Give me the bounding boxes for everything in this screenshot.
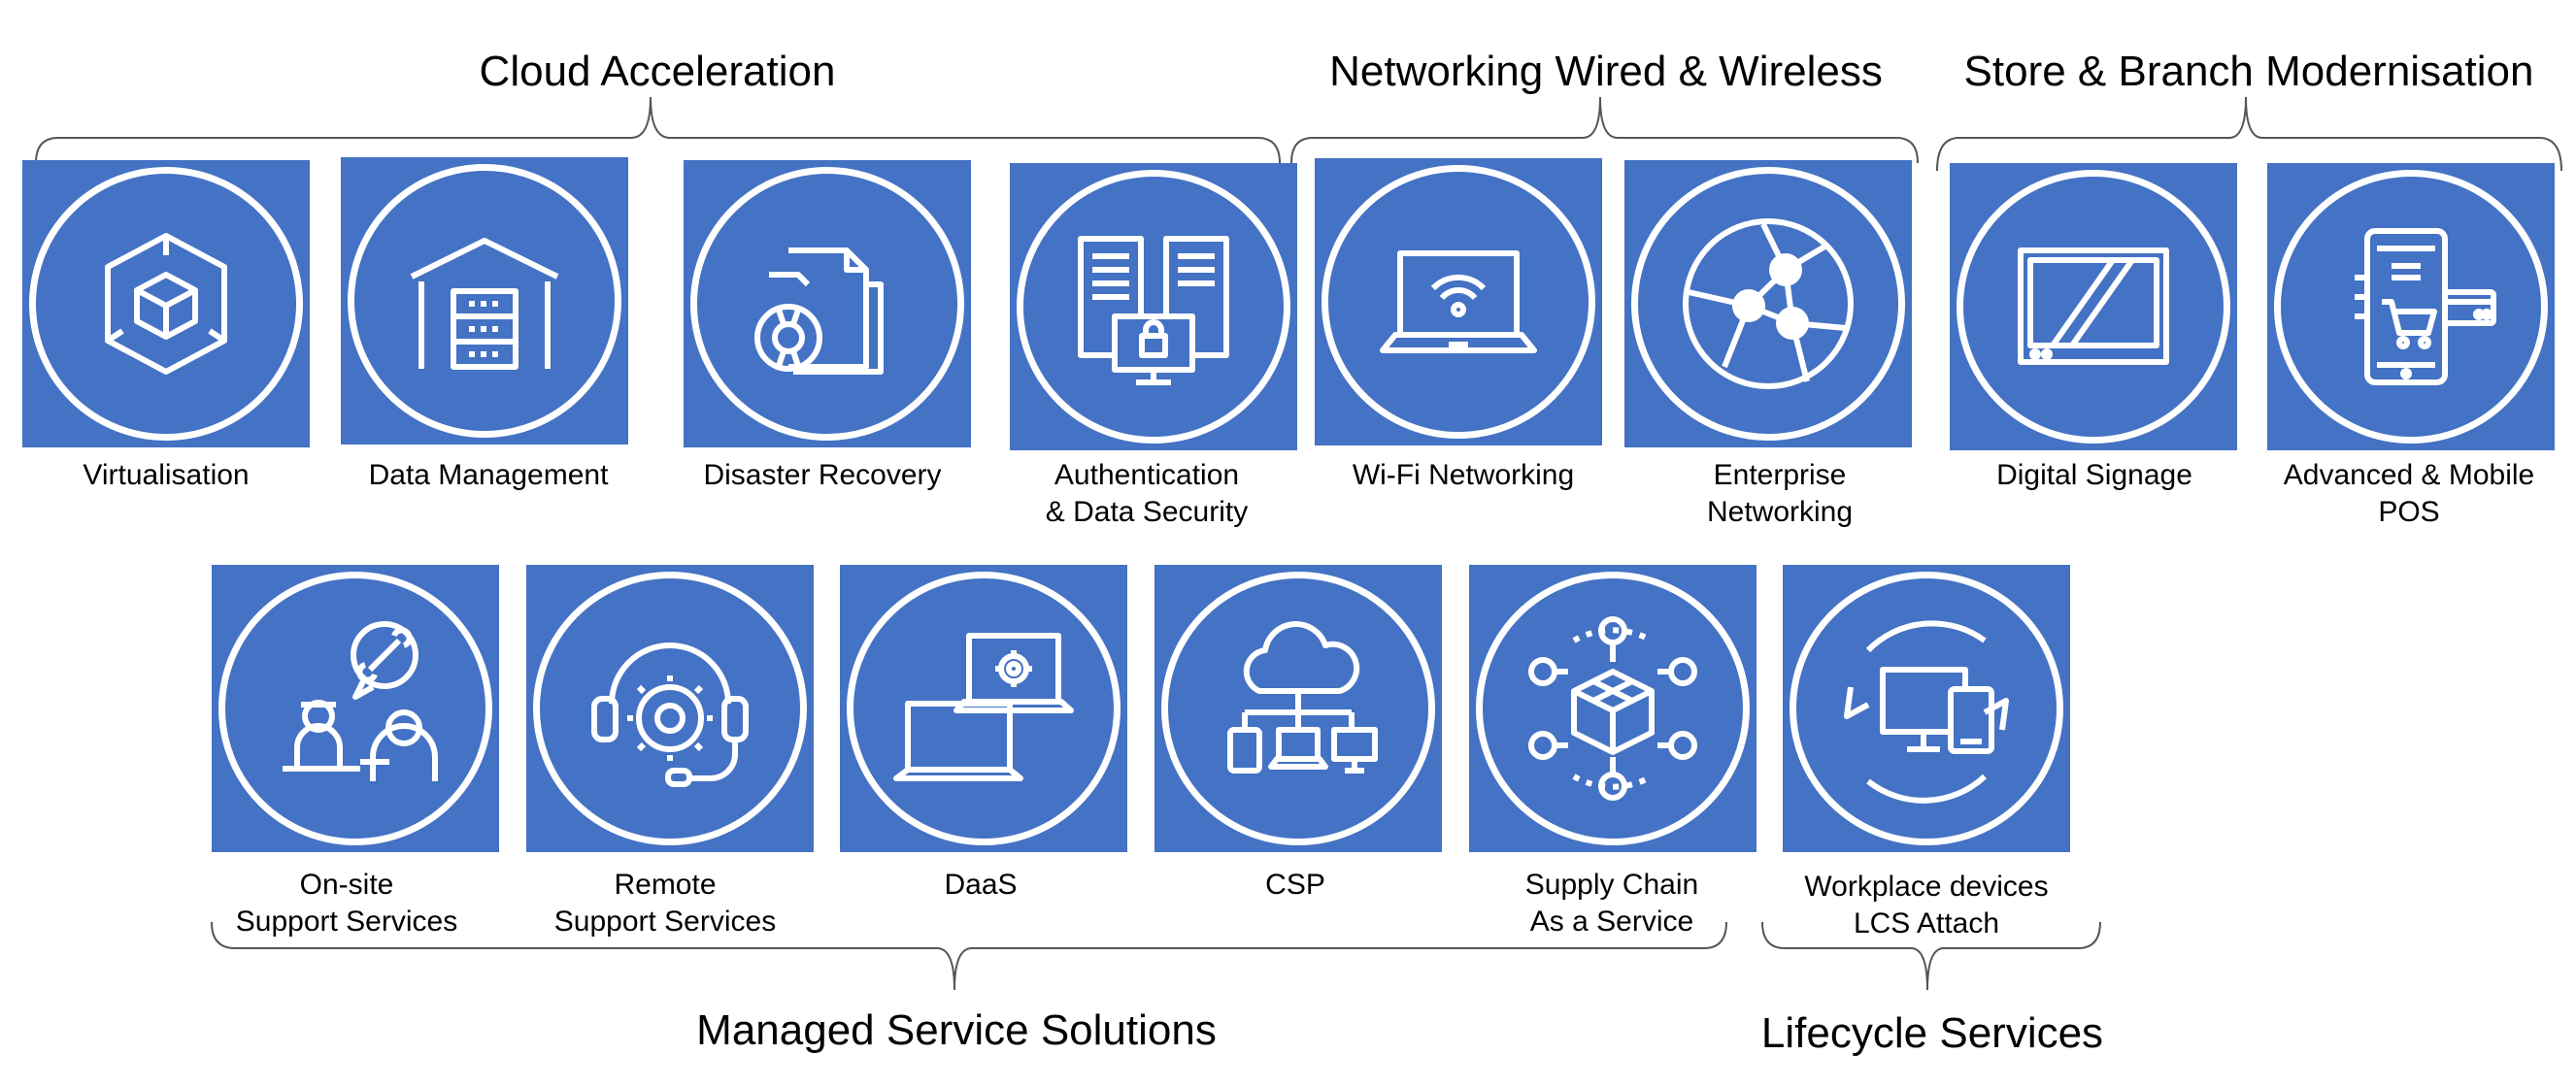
tile-enterprise-networking[interactable] <box>1624 160 1912 447</box>
tile-digital-signage[interactable] <box>1950 163 2237 450</box>
caption-authentication: Authentication & Data Security <box>1045 459 1249 528</box>
package-network-icon <box>1528 616 1697 801</box>
caption-enterprise-networking: Enterprise Networking <box>1706 459 1854 528</box>
tile-wifi-networking[interactable] <box>1315 158 1602 445</box>
group-title-managed-services: Managed Service Solutions <box>696 1006 1217 1054</box>
caption-remote-support: Remote Support Services <box>553 869 777 938</box>
cloud-network-icon <box>1227 621 1378 774</box>
laptop-gear-icon <box>893 633 1074 781</box>
mobile-pos-icon <box>2355 228 2496 385</box>
tile-onsite-support[interactable] <box>212 565 499 852</box>
support-technician-icon <box>283 621 438 781</box>
caption-digital-signage: Digital Signage <box>1996 459 2192 491</box>
headset-gear-icon <box>591 642 749 787</box>
caption-supply-chain: Supply Chain As a Service <box>1524 869 1699 938</box>
tile-data-management[interactable] <box>341 157 628 445</box>
tile-disaster-recovery[interactable] <box>684 160 971 447</box>
caption-wifi-networking: Wi-Fi Networking <box>1352 459 1575 491</box>
group-title-store-branch: Store & Branch Modernisation <box>1963 48 2534 95</box>
lock-monitor-icon <box>1078 236 1229 385</box>
tile-csp[interactable] <box>1154 565 1442 852</box>
caption-mobile-pos: Advanced & Mobile POS <box>2283 459 2535 528</box>
tile-virtualisation[interactable] <box>22 160 310 447</box>
data-warehouse-icon <box>410 238 559 370</box>
group-title-cloud-acceleration: Cloud Acceleration <box>479 48 836 95</box>
wifi-laptop-icon <box>1380 250 1537 353</box>
brace-networking <box>1290 96 1919 164</box>
lifebuoy-folder-icon <box>754 247 884 375</box>
caption-virtualisation: Virtualisation <box>83 459 250 491</box>
tile-supply-chain[interactable] <box>1469 565 1756 852</box>
brace-cloud <box>35 96 1281 164</box>
caption-csp: CSP <box>1265 869 1325 901</box>
tile-daas[interactable] <box>840 565 1127 852</box>
display-screen-icon <box>2018 247 2169 365</box>
tile-authentication[interactable] <box>1010 163 1297 450</box>
tile-mobile-pos[interactable] <box>2267 163 2555 450</box>
brace-store <box>1936 96 2562 172</box>
caption-disaster-recovery: Disaster Recovery <box>703 459 942 491</box>
caption-daas: DaaS <box>944 869 1018 901</box>
caption-data-management: Data Management <box>368 459 609 491</box>
tile-workplace-devices[interactable] <box>1783 565 2070 852</box>
group-title-networking: Networking Wired & Wireless <box>1329 48 1883 95</box>
caption-workplace-devices: Workplace devices LCS Attach <box>1804 871 2049 939</box>
caption-onsite-support: On-site Support Services <box>235 869 458 938</box>
device-refresh-icon <box>1844 620 2009 804</box>
network-globe-icon <box>1683 218 1854 389</box>
group-title-lifecycle: Lifecycle Services <box>1760 1009 2104 1057</box>
cube-icon <box>105 233 227 375</box>
tile-remote-support[interactable] <box>526 565 814 852</box>
